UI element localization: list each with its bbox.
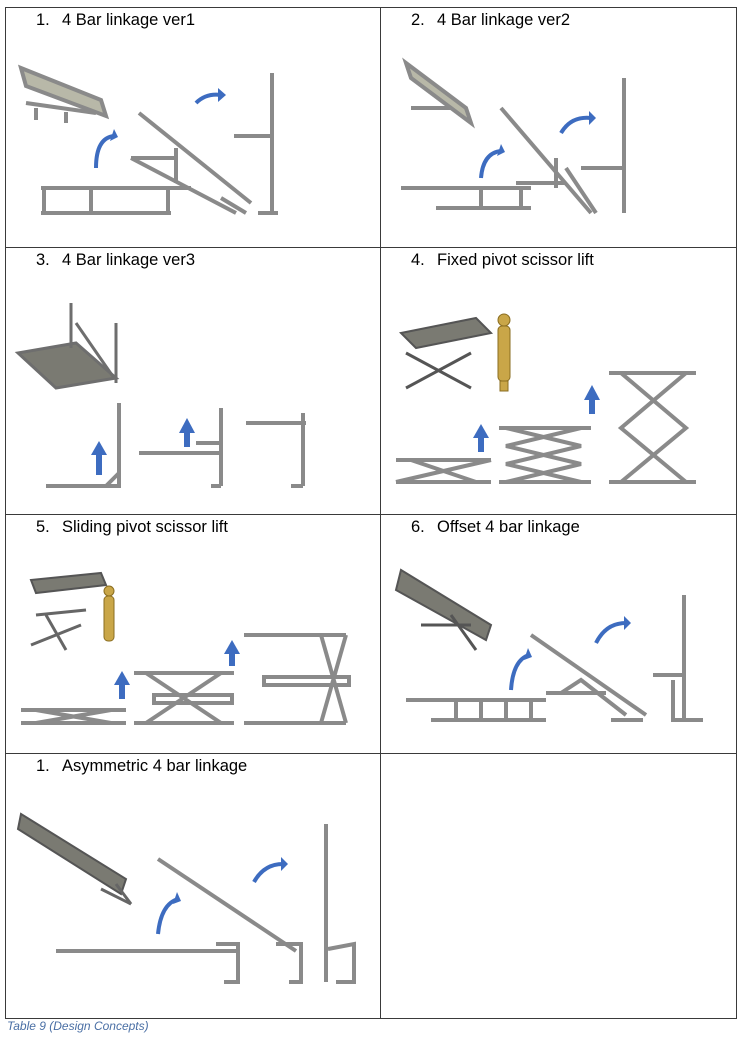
concept-title: 6.Offset 4 bar linkage [411, 518, 580, 536]
concept-title: 2.4 Bar linkage ver2 [411, 11, 570, 29]
linkage-ver2-illustration [401, 57, 626, 215]
design-concepts-table: 1.4 Bar linkage ver1 [5, 7, 737, 1019]
offset-linkage-illustration [394, 568, 703, 722]
human-figure-icon [497, 313, 511, 392]
concept-cell-3: 3.4 Bar linkage ver3 [5, 247, 381, 515]
concept-cell-4: 4.Fixed pivot scissor lift [380, 247, 737, 515]
human-figure-icon [103, 585, 115, 642]
empty-cell [380, 753, 737, 1019]
asymmetric-linkage-illustration [16, 812, 356, 984]
concept-cell-2: 2.4 Bar linkage ver2 [380, 7, 737, 248]
concept-title: 4.Fixed pivot scissor lift [411, 251, 594, 269]
concept-cell-6: 6.Offset 4 bar linkage [380, 514, 737, 754]
linkage-ver3-illustration [14, 303, 306, 488]
concept-cell-1: 1.4 Bar linkage ver1 [5, 7, 381, 248]
sliding-scissor-illustration [21, 571, 351, 725]
concept-cell-7: 1.Asymmetric 4 bar linkage [5, 753, 381, 1019]
concept-title: 5.Sliding pivot scissor lift [36, 518, 228, 536]
fixed-scissor-illustration [395, 313, 696, 484]
concept-title: 3.4 Bar linkage ver3 [36, 251, 195, 269]
table-caption: Table 9 (Design Concepts) [7, 1019, 149, 1033]
concept-title: 1.4 Bar linkage ver1 [36, 11, 195, 29]
concept-cell-5: 5.Sliding pivot scissor lift [5, 514, 381, 754]
concept-title: 1.Asymmetric 4 bar linkage [36, 757, 248, 775]
linkage-ver1-illustration [17, 64, 278, 215]
